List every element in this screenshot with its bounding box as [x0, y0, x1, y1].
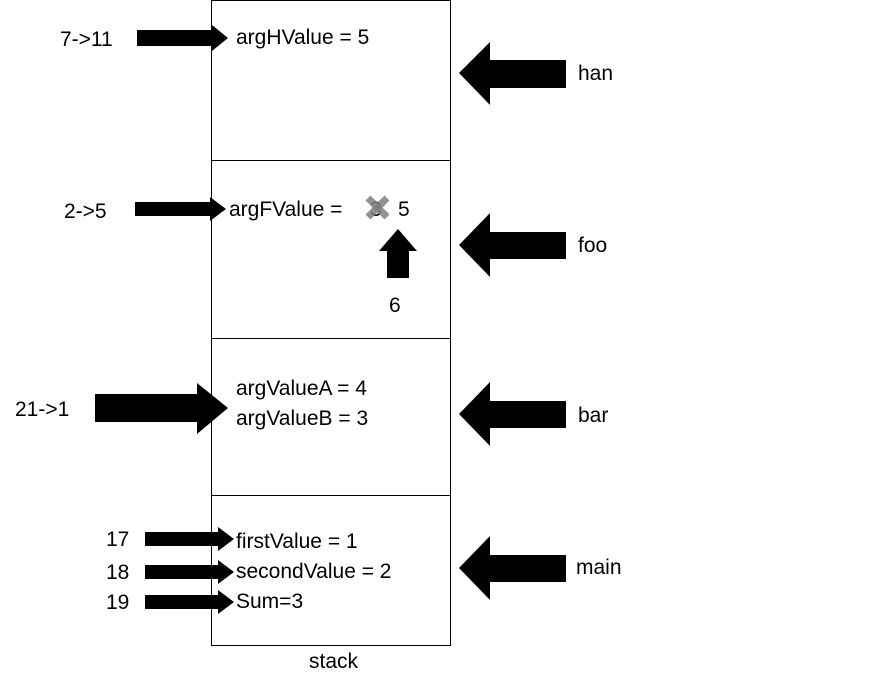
arrow-frame-foo: [459, 213, 566, 277]
line-ref-main-18: 18: [106, 561, 130, 584]
foo-arg-label: argFValue =: [229, 198, 343, 221]
foo-new-value: 5: [398, 198, 410, 221]
arrow-frame-han: [459, 42, 566, 105]
arrow-han-line: [137, 25, 228, 51]
arrow-up-foo: [379, 229, 417, 278]
arrow-frame-main: [459, 536, 566, 600]
line-ref-han: 7->11: [60, 28, 113, 51]
arrow-frame-bar: [459, 382, 566, 446]
arrow-foo-line: [135, 197, 226, 221]
bar-arg-value-a: argValueA = 4: [236, 377, 367, 400]
stack-caption: stack: [309, 650, 359, 673]
arrow-main-19: [145, 590, 234, 614]
frame-name-foo: foo: [578, 234, 608, 257]
bar-arg-value-b: argValueB = 3: [236, 407, 369, 430]
main-sum-value: Sum=3: [236, 590, 304, 613]
line-ref-main-17: 17: [106, 528, 130, 551]
line-ref-foo: 2->5: [64, 200, 107, 223]
arrow-main-17: [145, 527, 234, 551]
line-ref-bar: 21->1: [15, 398, 70, 421]
han-arg-value: argHValue = 5: [236, 26, 370, 49]
main-second-value: secondValue = 2: [236, 560, 392, 583]
arrow-bar-line: [95, 383, 228, 434]
arrow-main-18: [145, 560, 234, 584]
frame-name-main: main: [576, 556, 622, 579]
line-ref-main-19: 19: [106, 591, 130, 614]
crossout-icon: [365, 195, 390, 220]
frame-name-han: han: [578, 62, 614, 85]
main-first-value: firstValue = 1: [236, 530, 358, 553]
foo-note: 6: [389, 294, 401, 317]
frame-name-bar: bar: [578, 404, 609, 427]
